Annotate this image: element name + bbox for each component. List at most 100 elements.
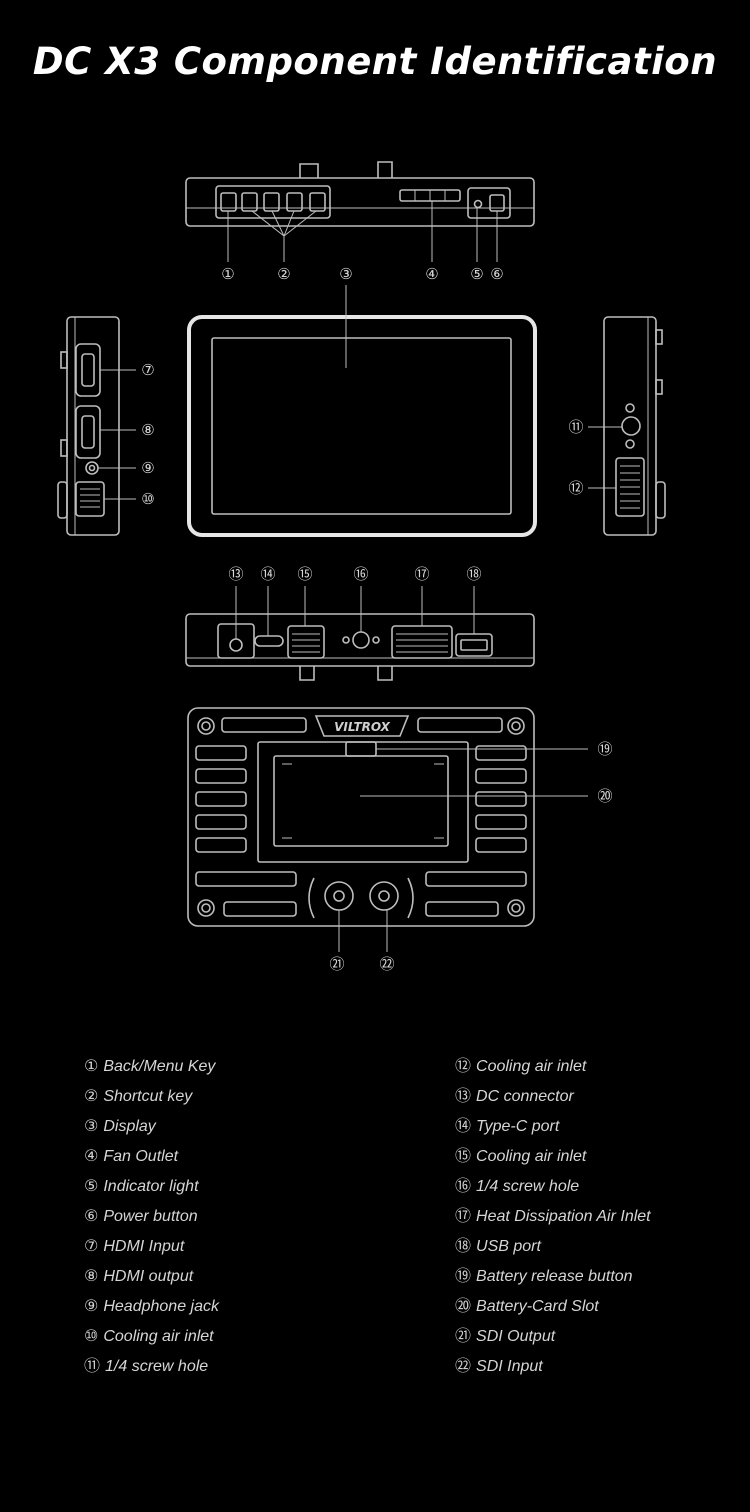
- callout-18: ⑱: [466, 565, 481, 583]
- legend-number: ⑳: [455, 1296, 472, 1315]
- legend-label: Cooling air inlet: [476, 1058, 587, 1075]
- legend-number: ⑧: [84, 1266, 99, 1285]
- legend-label: Indicator light: [103, 1178, 199, 1195]
- callout-17: ⑰: [414, 565, 429, 583]
- right-side-view: [588, 316, 666, 536]
- callout-2: ②: [277, 265, 290, 283]
- shortcut-key-3: [286, 192, 303, 212]
- legend-label: HDMI Input: [103, 1238, 185, 1255]
- legend-label: Display: [103, 1118, 156, 1135]
- legend-number: ⑩: [84, 1326, 99, 1345]
- legend-label: Back/Menu Key: [103, 1058, 216, 1075]
- legend-label: SDI Input: [476, 1358, 543, 1375]
- callout-7: ⑦: [141, 361, 154, 379]
- callout-14: ⑭: [260, 565, 275, 583]
- callout-21: ㉑: [329, 955, 344, 973]
- headphone-jack: [85, 461, 99, 475]
- callout-5: ⑤: [470, 265, 483, 283]
- bottom-screw-hole: [352, 631, 370, 649]
- sdi-output-connector: [324, 881, 354, 911]
- callout-1: ①: [221, 265, 234, 283]
- power-button: [489, 194, 505, 212]
- legend-label: USB port: [476, 1238, 541, 1255]
- callout-8: ⑧: [141, 421, 154, 439]
- bottom-view: [185, 586, 535, 681]
- legend-number: ⑨: [84, 1296, 99, 1315]
- sdi-input-connector: [369, 881, 399, 911]
- legend-number: ⑬: [455, 1086, 472, 1105]
- left-cooling-inlet: [75, 481, 105, 517]
- legend-number: ⑮: [455, 1146, 472, 1165]
- legend-label: Headphone jack: [103, 1298, 219, 1315]
- right-cooling-inlet: [615, 457, 645, 517]
- front-view: [187, 285, 537, 537]
- legend-number: ⑤: [84, 1176, 99, 1195]
- callout-3: ③: [339, 265, 352, 283]
- legend-number: ㉒: [455, 1356, 472, 1375]
- legend-label: Battery-Card Slot: [476, 1298, 599, 1315]
- callout-9: ⑨: [141, 459, 154, 477]
- callout-11: ⑪: [568, 418, 583, 436]
- brand-plate: [314, 715, 410, 737]
- shortcut-key-1: [241, 192, 258, 212]
- left-side-view: [57, 316, 136, 536]
- callout-6: ⑥: [490, 265, 503, 283]
- top-view: [185, 161, 535, 262]
- legend-label: Battery release button: [476, 1268, 633, 1285]
- brand-logo: VILTROX: [334, 720, 391, 734]
- heat-dissipation-inlet: [391, 625, 453, 659]
- display-screen: [211, 337, 512, 515]
- callout-20: ⑳: [597, 787, 612, 805]
- battery-release-button: [345, 741, 377, 757]
- hdmi-output-port: [75, 405, 101, 459]
- legend-number: ㉑: [455, 1326, 472, 1345]
- legend-label: HDMI output: [103, 1268, 194, 1285]
- legend-label: DC connector: [476, 1088, 574, 1105]
- battery-card-slot: [257, 741, 469, 863]
- legend-number: ⑫: [455, 1056, 472, 1075]
- right-screw-hole: [621, 416, 641, 436]
- legend-number: ⑥: [84, 1206, 99, 1225]
- legend-label: Type-C port: [476, 1118, 560, 1135]
- indicator-light: [473, 199, 483, 209]
- type-c-port: [254, 635, 284, 647]
- legend-label: 1/4 screw hole: [105, 1358, 209, 1375]
- dc-connector: [229, 638, 243, 652]
- legend-label: Cooling air inlet: [476, 1148, 587, 1165]
- legend-number: ⑦: [84, 1236, 99, 1255]
- callout-4: ④: [425, 265, 438, 283]
- legend-label: 1/4 screw hole: [476, 1178, 580, 1195]
- legend-number: ⑲: [455, 1266, 472, 1285]
- legend-label: Cooling air inlet: [103, 1328, 214, 1345]
- legend-number: ⑯: [455, 1176, 472, 1195]
- shortcut-key-4: [309, 192, 326, 212]
- legend-label: Power button: [103, 1208, 198, 1225]
- callout-13: ⑬: [228, 565, 243, 583]
- key-cluster-housing: [215, 185, 331, 219]
- callout-12: ⑫: [568, 479, 583, 497]
- legend-number: ④: [84, 1146, 99, 1165]
- legend-label: SDI Output: [476, 1328, 556, 1345]
- legend-number: ⑪: [84, 1356, 101, 1375]
- legend-label: Shortcut key: [103, 1088, 193, 1105]
- bottom-cooling-inlet: [287, 625, 325, 659]
